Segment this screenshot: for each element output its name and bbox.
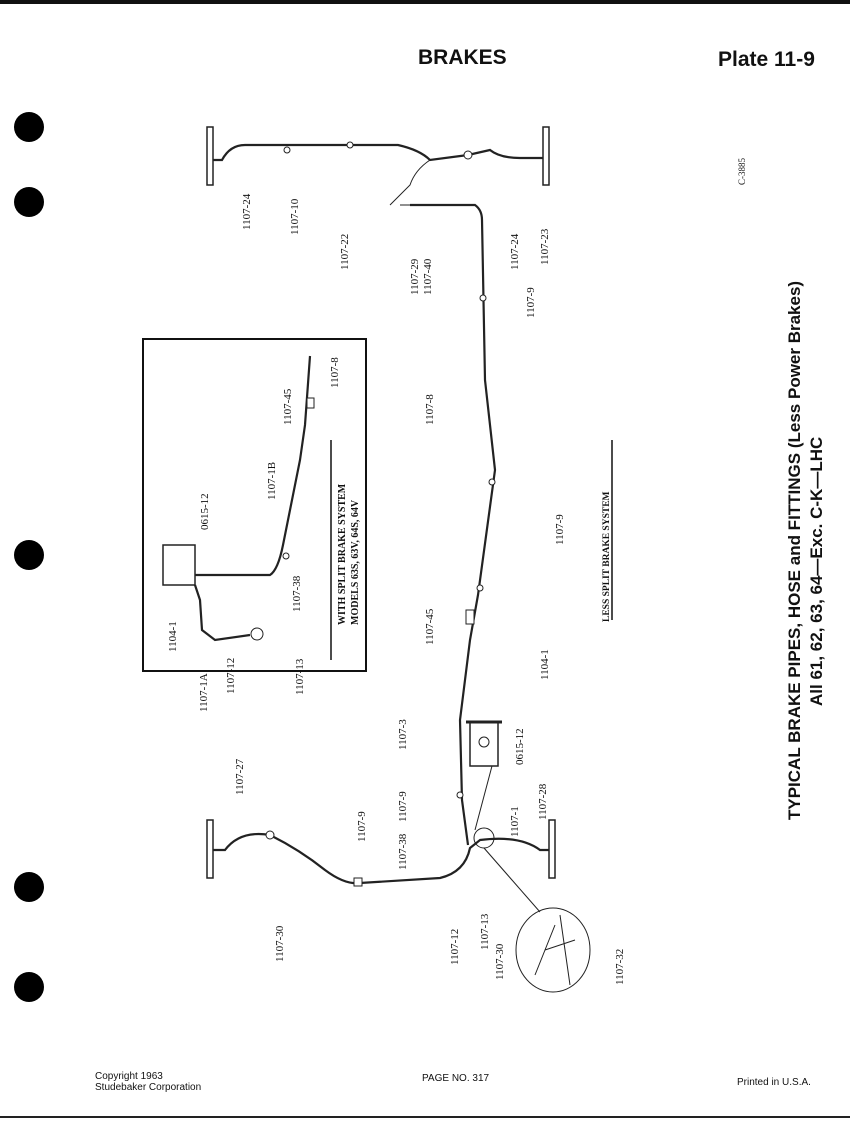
- rear-right-brake: [542, 126, 550, 186]
- part-label: 1107-45: [424, 608, 436, 645]
- inset-frame: [142, 338, 367, 672]
- inset-label: 1107-1B: [266, 462, 278, 500]
- part-label: 1107-8: [424, 394, 436, 425]
- rear-left-brake: [206, 126, 214, 186]
- part-label: 1107-40: [422, 258, 434, 295]
- section-title: BRAKES: [418, 46, 507, 69]
- master-cylinder: [469, 721, 499, 767]
- part-label: 1104-1: [539, 649, 551, 680]
- part-label: 1107-23: [539, 228, 551, 265]
- front-left-brake: [206, 819, 214, 879]
- part-label: 1107-3: [397, 719, 409, 750]
- part-label: 1107-27: [234, 758, 246, 795]
- copyright: Copyright 1963 Studebaker Corporation: [95, 1071, 201, 1093]
- part-label: 1107-22: [339, 234, 351, 270]
- rear-hose: [389, 159, 431, 206]
- inset-label: 1107-8: [329, 357, 341, 388]
- drawing-number: C-3885: [737, 158, 747, 186]
- part-label: 1107-9: [525, 287, 537, 318]
- inset-label: 1107-12: [225, 658, 237, 694]
- part-label: 1107-24: [241, 193, 253, 230]
- inset-caption-1: WITH SPLIT BRAKE SYSTEM: [337, 483, 348, 625]
- binder-hole: [14, 112, 44, 142]
- plate-number: Plate 11-9: [718, 48, 815, 71]
- part-label: 1107-12: [449, 929, 461, 965]
- binder-hole: [14, 540, 44, 570]
- inset-label: 1107-1A: [198, 673, 210, 712]
- main-caption: LESS SPLIT BRAKE SYSTEM: [602, 491, 612, 622]
- page-number: PAGE NO. 317: [422, 1073, 490, 1084]
- inset-label: 1107-38: [291, 575, 303, 612]
- inset-label: 1107-13: [294, 658, 306, 695]
- part-label: 1107-30: [274, 925, 286, 962]
- part-label: 0615-12: [514, 728, 526, 765]
- bottom-border: [0, 1116, 850, 1118]
- part-label: 1107-13: [479, 913, 491, 950]
- inset-label: 1104-1: [167, 621, 179, 652]
- copyright-owner: Studebaker Corporation: [95, 1082, 202, 1093]
- front-right-brake: [548, 819, 556, 879]
- part-label: 1107-24: [509, 233, 521, 270]
- part-label: 1107-32: [614, 949, 626, 985]
- inset-label: 1107-45: [282, 388, 294, 425]
- inset-caption-2: MODELS 63S, 63V, 64S, 64V: [350, 499, 361, 625]
- inset-label: 0615-12: [199, 493, 211, 530]
- part-label: 1107-38: [397, 833, 409, 870]
- printed-in: Printed in U.S.A.: [737, 1077, 811, 1088]
- main-brake-pipe: [410, 203, 497, 846]
- rear-axle-pipe: [213, 143, 543, 162]
- plate-title-line2: All 61, 62, 63, 64—Exc. C-K—LHC: [807, 437, 826, 706]
- binder-hole: [14, 187, 44, 217]
- binder-hole: [14, 872, 44, 902]
- part-label: 1107-28: [537, 783, 549, 820]
- part-label: 1107-9: [356, 811, 368, 842]
- part-label: 1107-9: [397, 791, 409, 822]
- detail-callout: [515, 907, 591, 993]
- plate-title-line1: TYPICAL BRAKE PIPES, HOSE and FITTINGS (…: [785, 281, 804, 820]
- part-label: 1107-30: [494, 943, 506, 980]
- part-label: 1107-10: [289, 198, 301, 235]
- binder-hole: [14, 972, 44, 1002]
- part-label: 1107-1: [509, 806, 521, 837]
- front-axle-pipe: [213, 832, 549, 885]
- part-label: 1107-29: [409, 258, 421, 295]
- copyright-year: Copyright 1963: [95, 1071, 163, 1082]
- part-label: 1107-9: [554, 514, 566, 545]
- top-border: [0, 0, 850, 4]
